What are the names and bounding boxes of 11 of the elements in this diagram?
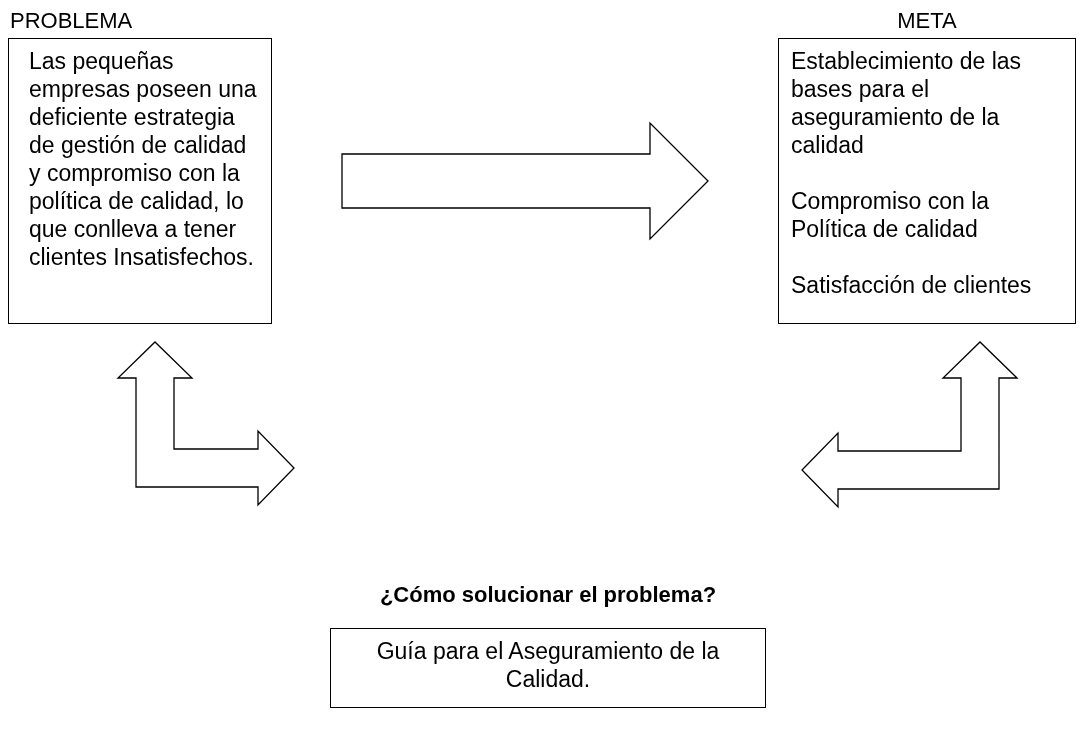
box-text: Satisfacción de clientes — [791, 271, 1033, 299]
box-heading: META — [897, 8, 957, 34]
block-arrow — [341, 121, 709, 241]
box-text: Las pequeñas empresas poseen una deficiente estrategia de gestión de calidad y compromiso con la política de calidad, lo que conlleva a tener clientes Insatisfechos. — [29, 47, 257, 271]
box-text: Compromiso con la Política de calidad — [791, 187, 991, 243]
box-text: Guía para el Aseguramiento de la Calidad. — [375, 637, 721, 693]
box-text: Establecimiento de las bases para el aseguramiento de la calidad — [791, 47, 1023, 159]
double-block-arrow — [801, 341, 1019, 509]
box-heading: PROBLEMA — [10, 8, 133, 34]
box-heading: ¿Cómo solucionar el problema? — [379, 582, 717, 608]
double-block-arrow — [116, 341, 295, 507]
